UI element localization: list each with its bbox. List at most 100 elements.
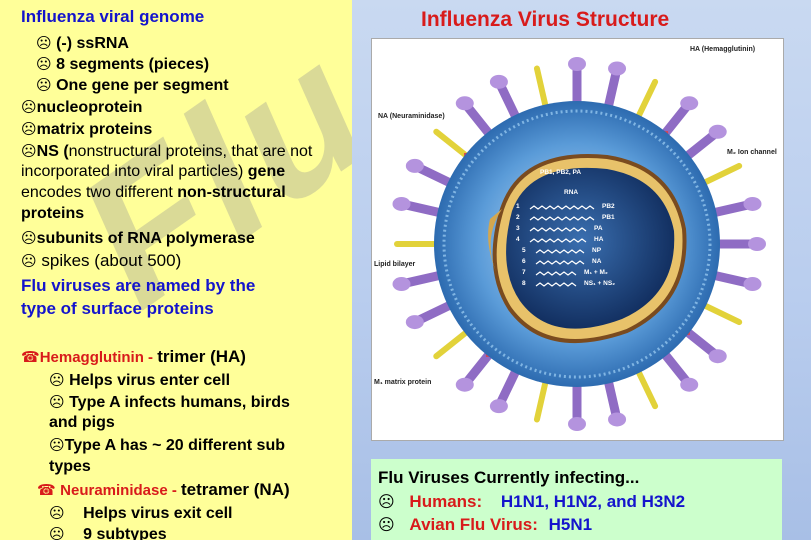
na-spike xyxy=(698,300,743,326)
telephone-icon: ☎ xyxy=(37,481,56,499)
spike-head xyxy=(489,74,508,89)
label-lipid-bilayer: Lipid bilayer xyxy=(374,261,416,268)
list-item-gene: ☹ One gene per segment xyxy=(36,76,229,94)
spike-head xyxy=(708,124,727,139)
virus-illustration xyxy=(392,57,766,431)
ha-sub-infects-line-2: and pigs xyxy=(49,414,115,431)
spike-head xyxy=(392,277,411,292)
telephone-icon: ☎ xyxy=(21,348,40,366)
ha-sub-infects: ☹ Type A infects humans, birds xyxy=(49,393,290,411)
segment-gene-label: PB1 xyxy=(602,214,615,221)
label-rna: RNA xyxy=(564,189,579,196)
spike-head xyxy=(748,237,766,251)
neuraminidase-heading: ☎ Neuraminidase - tetramer (NA) xyxy=(37,480,290,499)
rna-segment-line xyxy=(529,205,595,210)
spike-head xyxy=(405,158,424,173)
segment-number: 7 xyxy=(522,269,526,276)
diagram-title: Influenza Virus Structure xyxy=(421,8,670,31)
segment-number: 2 xyxy=(516,214,520,221)
heading-genome: Influenza viral genome xyxy=(21,7,205,26)
label-m1-matrix-protein: M₁ matrix protein xyxy=(374,379,432,386)
frowning-face-icon: ☹ xyxy=(36,34,52,52)
list-item-ssrna: ☹ (-) ssRNA xyxy=(36,34,129,52)
list-item-segments: ☹ 8 segments (pieces) xyxy=(36,55,210,73)
segment-number: 1 xyxy=(516,203,520,210)
segment-gene-label: HA xyxy=(594,236,604,243)
ha-sub-enter: ☹ Helps virus enter cell xyxy=(49,371,231,389)
rna-segment-line xyxy=(535,271,577,276)
frowning-face-icon: ☹ xyxy=(36,76,52,94)
rna-segment-line xyxy=(535,249,585,254)
frowning-face-icon: ☹ xyxy=(21,252,37,270)
segment-number: 8 xyxy=(522,280,526,287)
spike-head xyxy=(568,417,586,431)
spike-head xyxy=(680,96,699,111)
label-polymerase: PB1, PB2, PA xyxy=(540,169,582,176)
spike-head xyxy=(608,61,627,76)
na-spike xyxy=(633,78,659,123)
left-text-panel: Flu Influenza viral genome ☹ (-) ssRNA ☹… xyxy=(0,0,352,540)
na-spike xyxy=(633,365,659,410)
ns-text-line-4: proteins xyxy=(21,205,85,222)
spike-head xyxy=(743,277,762,292)
segment-number: 5 xyxy=(522,247,526,254)
spike-head xyxy=(405,315,424,330)
frowning-face-icon: ☹ xyxy=(49,371,65,389)
ha-sub-subtypes-line-2: types xyxy=(49,458,91,475)
label-m2-ion-channel: M₂ Ion channel xyxy=(727,149,777,156)
segment-gene-label: NP xyxy=(592,247,602,254)
frowning-face-icon: ☹ xyxy=(378,492,395,511)
infecting-heading: Flu Viruses Currently infecting... xyxy=(378,468,640,487)
list-item-spikes: ☹ spikes (about 500) xyxy=(21,251,182,270)
spike-head xyxy=(608,412,627,427)
segment-gene-label: PA xyxy=(594,225,603,232)
spike-head xyxy=(568,57,586,71)
frowning-face-icon: ☹ xyxy=(49,525,65,540)
segment-number: 6 xyxy=(522,258,526,265)
infecting-avian-row: ☹ Avian Flu Virus: H5N1 xyxy=(378,515,593,534)
frowning-face-icon: ☹ xyxy=(49,504,65,522)
virus-structure-diagram: HA (Hemagglutinin) NA (Neuraminidase) M₂… xyxy=(371,38,784,441)
list-item-ns: ☹NS (nonstructural proteins, that are no… xyxy=(21,142,313,160)
hemagglutinin-heading: ☎Hemagglutinin - trimer (HA) xyxy=(21,347,246,366)
ns-text-line-2: incorporated into viral particles) gene xyxy=(21,163,286,180)
frowning-face-icon: ☹ xyxy=(49,436,65,454)
na-spike xyxy=(698,162,743,188)
frowning-face-icon: ☹ xyxy=(21,98,37,116)
spike-head xyxy=(455,96,474,111)
na-spike xyxy=(533,65,550,113)
spike-head xyxy=(392,196,411,211)
frowning-face-icon: ☹ xyxy=(21,229,37,247)
envelope-texture xyxy=(442,109,712,379)
na-spike xyxy=(433,327,473,360)
segment-gene-label: PB2 xyxy=(602,203,615,210)
rna-segment-line xyxy=(529,216,595,221)
frowning-face-icon: ☹ xyxy=(36,55,52,73)
spike-head xyxy=(455,377,474,392)
list-item-nucleoprotein: ☹nucleoprotein xyxy=(21,98,143,116)
list-item-polymerase: ☹subunits of RNA polymerase xyxy=(21,229,255,247)
spike-head xyxy=(489,399,508,414)
cutaway-edge xyxy=(488,209,502,274)
label-hemagglutinin: HA (Hemagglutinin) xyxy=(690,46,756,53)
label-neuraminidase: NA (Neuraminidase) xyxy=(378,113,445,120)
na-spike xyxy=(433,128,473,161)
na-sub-exit: ☹ Helps virus exit cell xyxy=(49,504,233,522)
rna-segment-line xyxy=(535,260,585,265)
na-spike xyxy=(533,375,550,423)
segment-number: 3 xyxy=(516,225,520,232)
rna-segments xyxy=(529,205,595,287)
spike-head xyxy=(743,196,762,211)
segment-number: 4 xyxy=(516,236,520,243)
infecting-humans-row: ☹ Humans: H1N1, H1N2, and H3N2 xyxy=(378,492,686,511)
ns-text-line-3: encodes two different non-structural xyxy=(21,184,286,201)
spike-head xyxy=(680,377,699,392)
heading-named-by-line-2: type of surface proteins xyxy=(21,299,214,318)
heading-named-by-line-1: Flu viruses are named by the xyxy=(21,276,256,295)
na-sub-subtypes: ☹ 9 subtypes xyxy=(49,524,167,540)
list-item-matrix: ☹matrix proteins xyxy=(21,120,153,138)
frowning-face-icon: ☹ xyxy=(49,393,65,411)
spike-head xyxy=(708,349,727,364)
segment-gene-label: NS₁ + NS₂ xyxy=(584,280,616,287)
segment-gene-label: M₁ + M₂ xyxy=(584,269,608,276)
